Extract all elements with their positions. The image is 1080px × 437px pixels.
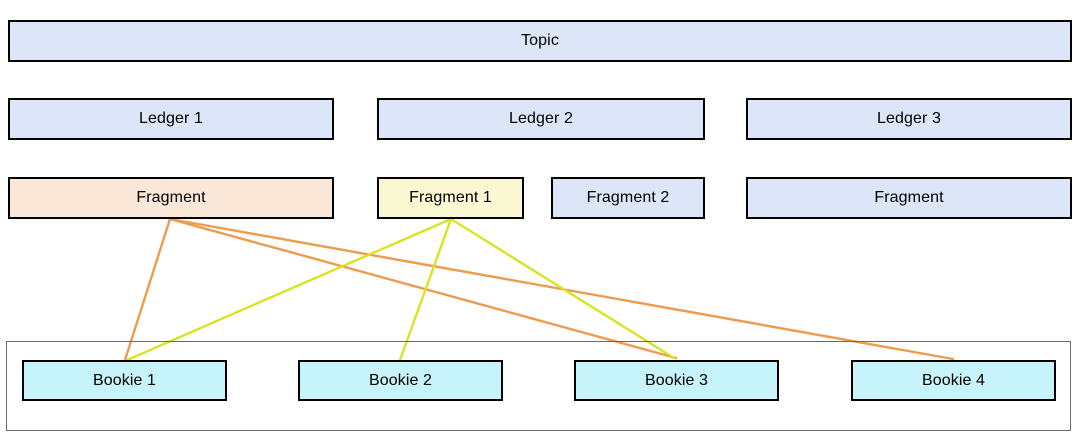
- bookie-label-1: Bookie 1: [92, 371, 157, 389]
- fragment-label-2: Fragment 1: [409, 189, 492, 206]
- bookie-label-3: Bookie 3: [644, 371, 709, 389]
- fragment-label-4: Fragment: [874, 189, 944, 206]
- bookie-cluster-container: [6, 341, 1071, 431]
- edge-5: [398, 217, 453, 362]
- fragment-label-1: Fragment: [136, 189, 206, 206]
- topic-label: Topic: [521, 32, 559, 49]
- ledger-box-1[interactable]: Ledger 1: [8, 98, 334, 140]
- edge-6: [449, 217, 676, 360]
- bookie-box-1[interactable]: Bookie 1: [22, 360, 227, 401]
- fragment-box-2[interactable]: Fragment 1: [377, 177, 524, 219]
- bookie-box-2[interactable]: Bookie 2: [298, 360, 503, 401]
- fragment-box-4[interactable]: Fragment: [746, 177, 1072, 219]
- ledger-box-3[interactable]: Ledger 3: [746, 98, 1072, 140]
- ledger-box-2[interactable]: Ledger 2: [377, 98, 705, 140]
- edge-2: [168, 217, 678, 360]
- ledger-label-3: Ledger 3: [877, 110, 941, 127]
- bookie-box-3[interactable]: Bookie 3: [574, 360, 779, 401]
- fragment-label-3: Fragment 2: [586, 189, 670, 206]
- edge-3: [168, 217, 955, 361]
- topic-box[interactable]: Topic: [8, 20, 1072, 62]
- ledger-label-2: Ledger 2: [509, 110, 573, 127]
- edge-1: [123, 217, 172, 362]
- fragment-box-3[interactable]: Fragment 2: [551, 177, 705, 219]
- fragment-box-1[interactable]: Fragment: [8, 177, 334, 219]
- ledger-label-1: Ledger 1: [139, 110, 203, 127]
- bookie-box-4[interactable]: Bookie 4: [851, 360, 1056, 401]
- bookie-label-4: Bookie 4: [921, 371, 986, 389]
- edge-4: [125, 217, 453, 362]
- bookie-label-2: Bookie 2: [368, 371, 433, 389]
